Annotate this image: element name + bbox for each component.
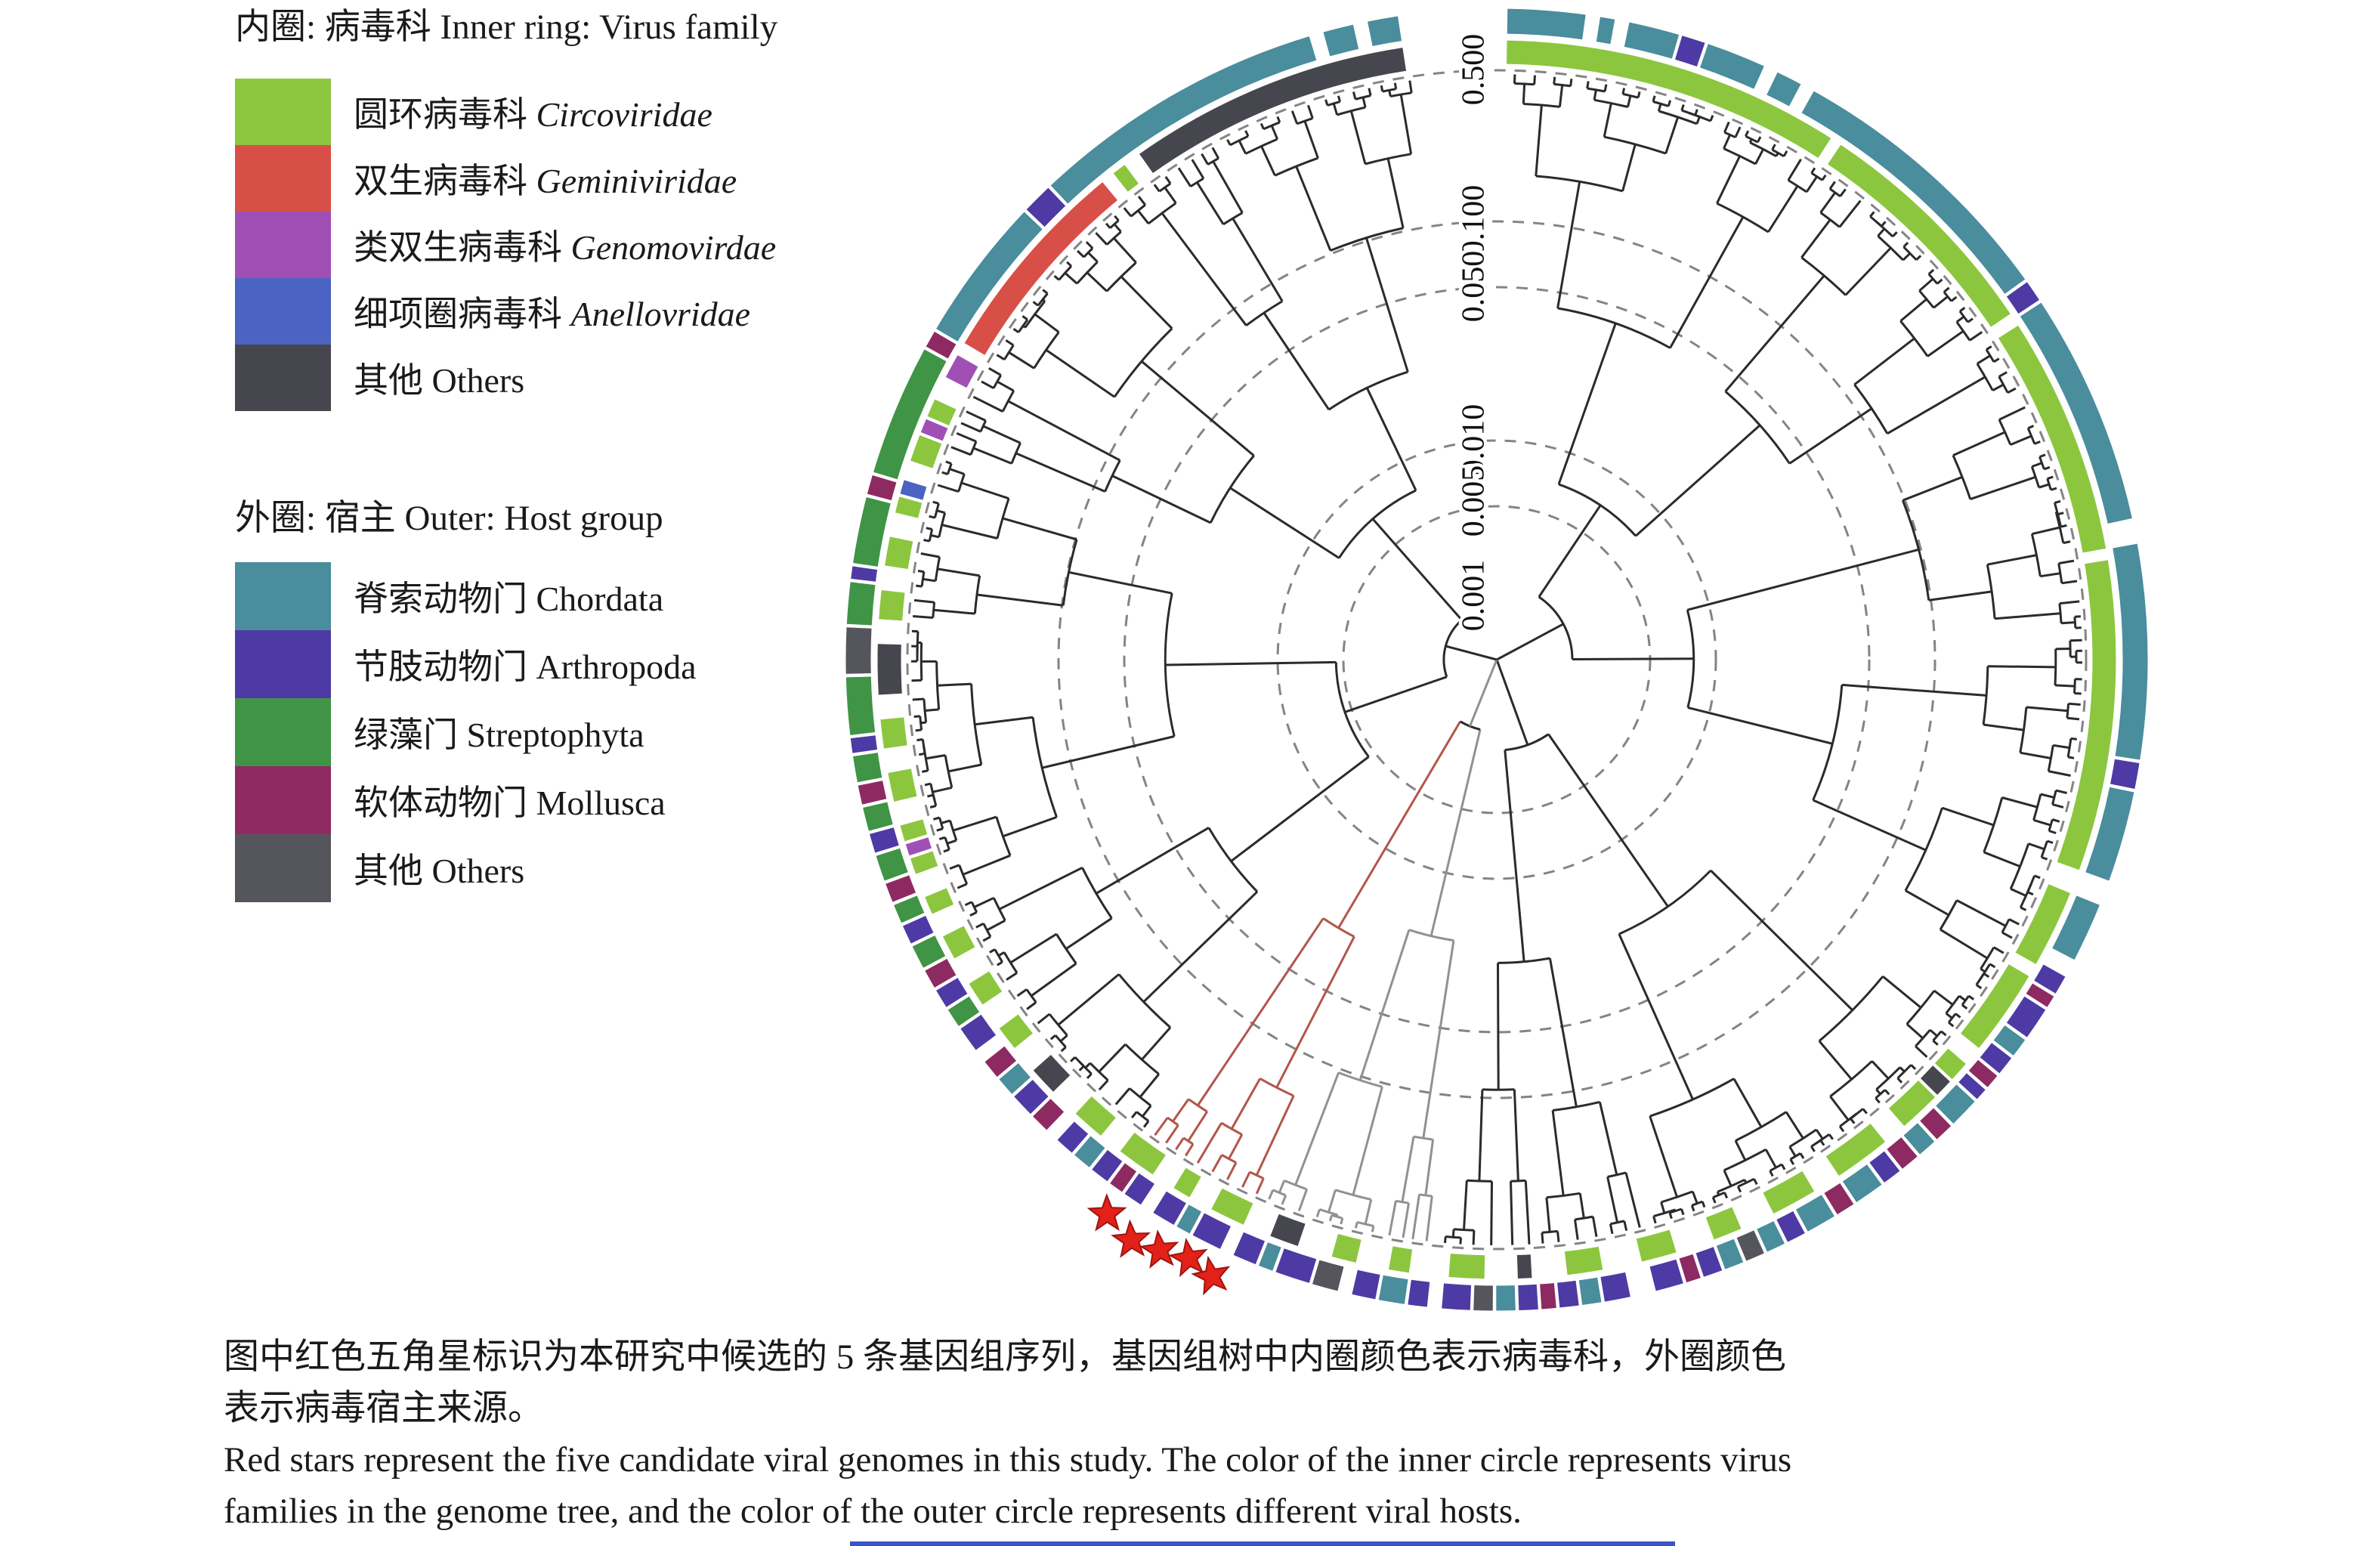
candidate-genome-star: [1139, 1229, 1179, 1269]
svg-text:0.005: 0.005: [1457, 465, 1491, 537]
swatch-chordata: [235, 562, 331, 630]
legend-item-circoviridae: 圆环病毒科 Circoviridae: [235, 79, 777, 145]
figure-caption: 图中红色五角星标识为本研究中候选的 5 条基因组序列，基因组树中内圈颜色表示病毒…: [224, 1331, 2264, 1537]
legend-item-arthropoda: 节肢动物门 Arthropoda: [235, 630, 697, 698]
swatch-family-others: [235, 345, 331, 411]
legend-item-label: 圆环病毒科 Circoviridae: [354, 95, 712, 134]
swatch-arthropoda: [235, 630, 331, 698]
caption-en-line1: Red stars represent the five candidate v…: [224, 1440, 1792, 1480]
legend-virus-family-rows: 圆环病毒科 Circoviridae 双生病毒科 Geminiviridae 类…: [235, 79, 777, 411]
legend-item-label: 节肢动物门 Arthropoda: [354, 648, 697, 686]
swatch-genomovirdae: [235, 212, 331, 278]
candidate-genome-star: [1111, 1219, 1151, 1258]
caption-en-line2: families in the genome tree, and the col…: [224, 1492, 1522, 1531]
swatch-circoviridae: [235, 79, 331, 145]
legend-item-host-others: 其他 Others: [235, 834, 697, 902]
legend-virus-family: 内圈: 病毒科 Inner ring: Virus family 圆环病毒科 C…: [235, 5, 777, 411]
svg-text:0.100: 0.100: [1457, 185, 1491, 257]
legend-item-geminiviridae: 双生病毒科 Geminiviridae: [235, 145, 777, 212]
legend-virus-family-title: 内圈: 病毒科 Inner ring: Virus family: [235, 8, 778, 47]
legend-item-label: 软体动物门 Mollusca: [354, 784, 666, 822]
legend-item-mollusca: 软体动物门 Mollusca: [235, 766, 697, 834]
svg-text:0.500: 0.500: [1457, 34, 1491, 106]
svg-text:0.050: 0.050: [1457, 251, 1491, 323]
candidate-genome-star: [1086, 1193, 1127, 1232]
legend-item-label: 脊索动物门 Chordata: [354, 580, 664, 618]
legend-item-label: 双生病毒科 Geminiviridae: [354, 162, 737, 200]
legend-host-group: 外圈: 宿主 Outer: Host group 脊索动物门 Chordata …: [235, 496, 697, 902]
caption-zh-line2: 表示病毒宿主来源。: [224, 1389, 543, 1428]
swatch-streptophyta: [235, 698, 331, 766]
legend-item-genomovirdae: 类双生病毒科 Genomovirdae: [235, 212, 777, 278]
legend-item-label: 细项圈病毒科 Anellovridae: [354, 295, 751, 333]
legend-host-group-title: 外圈: 宿主 Outer: Host group: [235, 499, 663, 538]
legend-item-family-others: 其他 Others: [235, 345, 777, 411]
svg-text:0.010: 0.010: [1457, 404, 1491, 476]
legend-item-anellovridae: 细项圈病毒科 Anellovridae: [235, 278, 777, 345]
caption-zh-line1: 图中红色五角星标识为本研究中候选的 5 条基因组序列，基因组树中内圈颜色表示病毒…: [224, 1337, 1786, 1377]
swatch-host-others: [235, 834, 331, 902]
candidate-genome-star: [1191, 1255, 1231, 1296]
legend-item-label: 绿藻门 Streptophyta: [354, 716, 644, 754]
swatch-geminiviridae: [235, 145, 331, 212]
svg-text:0.001: 0.001: [1457, 560, 1491, 632]
legend-host-group-rows: 脊索动物门 Chordata 节肢动物门 Arthropoda 绿藻门 Stre…: [235, 562, 697, 902]
legend-item-streptophyta: 绿藻门 Streptophyta: [235, 698, 697, 766]
swatch-mollusca: [235, 766, 331, 834]
legend-item-label: 类双生病毒科 Genomovirdae: [354, 228, 777, 267]
candidate-genome-star: [1168, 1237, 1208, 1278]
swatch-anellovridae: [235, 278, 331, 345]
legend-item-label: 其他 Others: [354, 361, 525, 400]
legend-item-label: 其他 Others: [354, 852, 525, 890]
bottom-blue-rule: [850, 1541, 1675, 1546]
legend-item-chordata: 脊索动物门 Chordata: [235, 562, 697, 630]
